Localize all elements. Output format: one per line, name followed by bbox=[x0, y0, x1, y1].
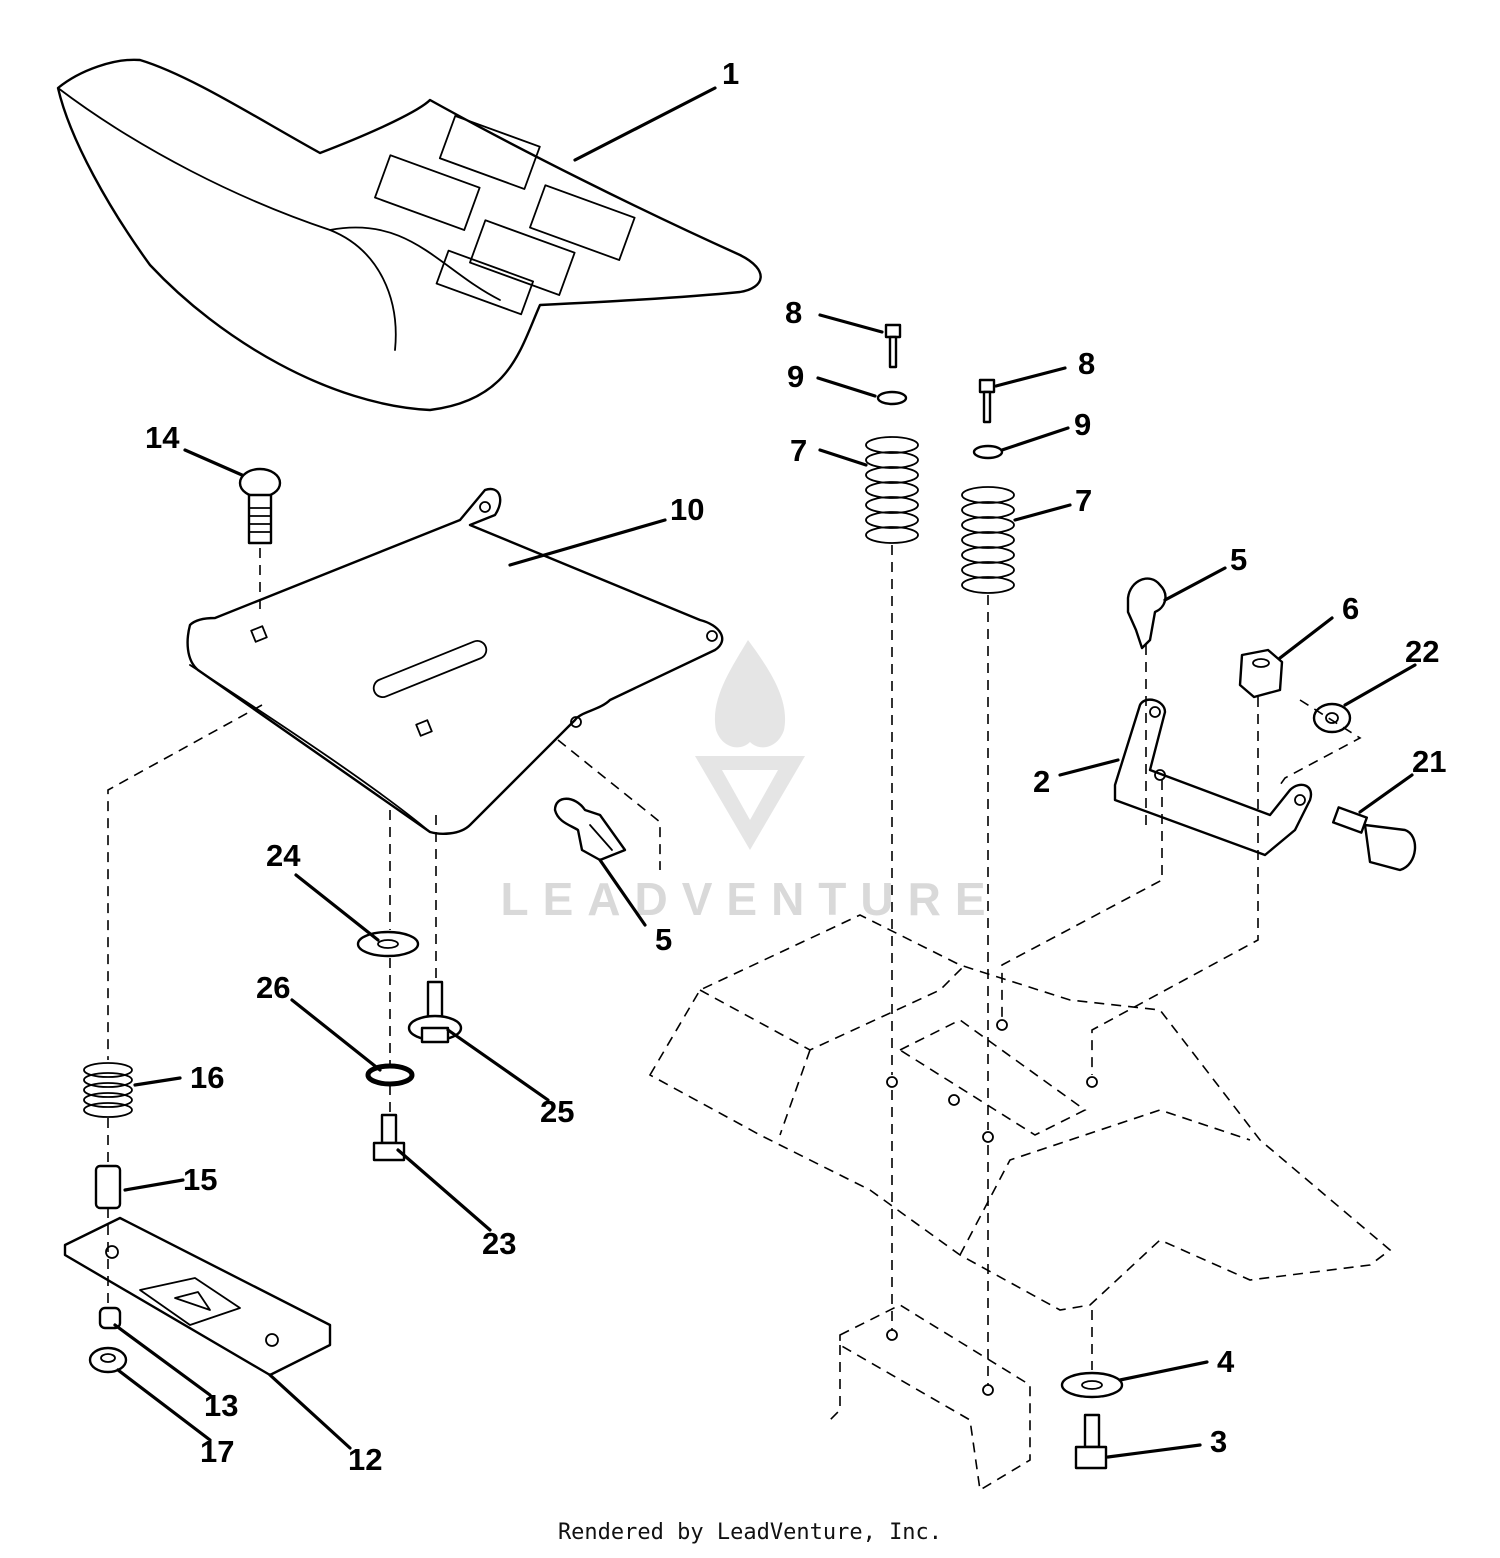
callout-21: 21 bbox=[1412, 744, 1446, 779]
callout-9-right: 9 bbox=[1074, 407, 1091, 442]
leader-lines bbox=[113, 86, 1417, 1459]
part-shoulder-bolt[interactable] bbox=[407, 980, 463, 1044]
callout-15: 15 bbox=[183, 1162, 217, 1197]
part-bolt-8-left[interactable] bbox=[884, 323, 902, 369]
part-washer-9-right[interactable] bbox=[972, 444, 1004, 460]
callout-9-left: 9 bbox=[787, 359, 804, 394]
callout-25: 25 bbox=[540, 1094, 574, 1129]
callout-17: 17 bbox=[200, 1434, 234, 1469]
callout-4: 4 bbox=[1217, 1344, 1235, 1379]
callout-2: 2 bbox=[1033, 764, 1050, 799]
part-nut-13[interactable] bbox=[98, 1306, 122, 1330]
callout-10: 10 bbox=[670, 492, 704, 527]
part-spacer[interactable] bbox=[94, 1164, 122, 1210]
callout-23: 23 bbox=[482, 1226, 516, 1261]
callout-7-right: 7 bbox=[1075, 483, 1092, 518]
watermark-flame-icon bbox=[714, 640, 786, 748]
callout-24: 24 bbox=[266, 838, 301, 873]
callout-8-right: 8 bbox=[1078, 346, 1095, 381]
callout-1: 1 bbox=[722, 56, 739, 91]
part-small-spring[interactable] bbox=[83, 1062, 133, 1118]
callout-14: 14 bbox=[145, 420, 180, 455]
callout-6: 6 bbox=[1342, 591, 1359, 626]
part-shoulder-bolt-21[interactable] bbox=[1331, 806, 1417, 872]
callout-5-left: 5 bbox=[655, 922, 672, 957]
callout-numbers: 1 10 14 5 24 26 25 23 16 15 13 17 12 8 9… bbox=[145, 56, 1446, 1477]
watermark: LEADVENTURE bbox=[500, 640, 999, 925]
part-slide-bracket[interactable] bbox=[63, 1216, 332, 1377]
callout-7-left: 7 bbox=[790, 433, 807, 468]
assembly-lines bbox=[107, 545, 1362, 1385]
part-spring-7-left[interactable] bbox=[865, 436, 919, 544]
callout-13: 13 bbox=[204, 1388, 238, 1423]
watermark-brand: LEADVENTURE bbox=[500, 873, 999, 925]
watermark-v-icon bbox=[695, 756, 805, 850]
part-nut-22[interactable] bbox=[1312, 702, 1352, 734]
part-bolt-8-right[interactable] bbox=[978, 378, 996, 424]
callout-5-right: 5 bbox=[1230, 542, 1247, 577]
part-washer-9-left[interactable] bbox=[876, 390, 908, 406]
footer-credit: Rendered by LeadVenture, Inc. bbox=[557, 1520, 943, 1545]
part-seat[interactable] bbox=[56, 58, 762, 412]
part-lock-washer[interactable] bbox=[365, 1063, 415, 1087]
part-nut-17[interactable] bbox=[88, 1346, 128, 1374]
part-washer-4[interactable] bbox=[1060, 1371, 1124, 1399]
part-clip-left[interactable] bbox=[553, 797, 627, 862]
part-flat-washer[interactable] bbox=[356, 930, 420, 958]
part-pivot-bracket[interactable] bbox=[1113, 698, 1313, 857]
part-bolt-3[interactable] bbox=[1074, 1413, 1108, 1470]
part-clip-right[interactable] bbox=[1126, 577, 1167, 650]
part-bolt-23[interactable] bbox=[372, 1113, 406, 1162]
part-spring-7-right[interactable] bbox=[961, 486, 1015, 594]
callout-26: 26 bbox=[256, 970, 290, 1005]
part-seat-pan[interactable] bbox=[186, 487, 724, 835]
callout-12: 12 bbox=[348, 1442, 382, 1477]
callout-8-left: 8 bbox=[785, 295, 802, 330]
frame-outline bbox=[648, 914, 1392, 1492]
part-hex-nut[interactable] bbox=[1238, 648, 1284, 699]
callout-22: 22 bbox=[1405, 634, 1439, 669]
callout-3: 3 bbox=[1210, 1424, 1227, 1459]
part-carriage-bolt[interactable] bbox=[238, 467, 282, 545]
callout-16: 16 bbox=[190, 1060, 224, 1095]
